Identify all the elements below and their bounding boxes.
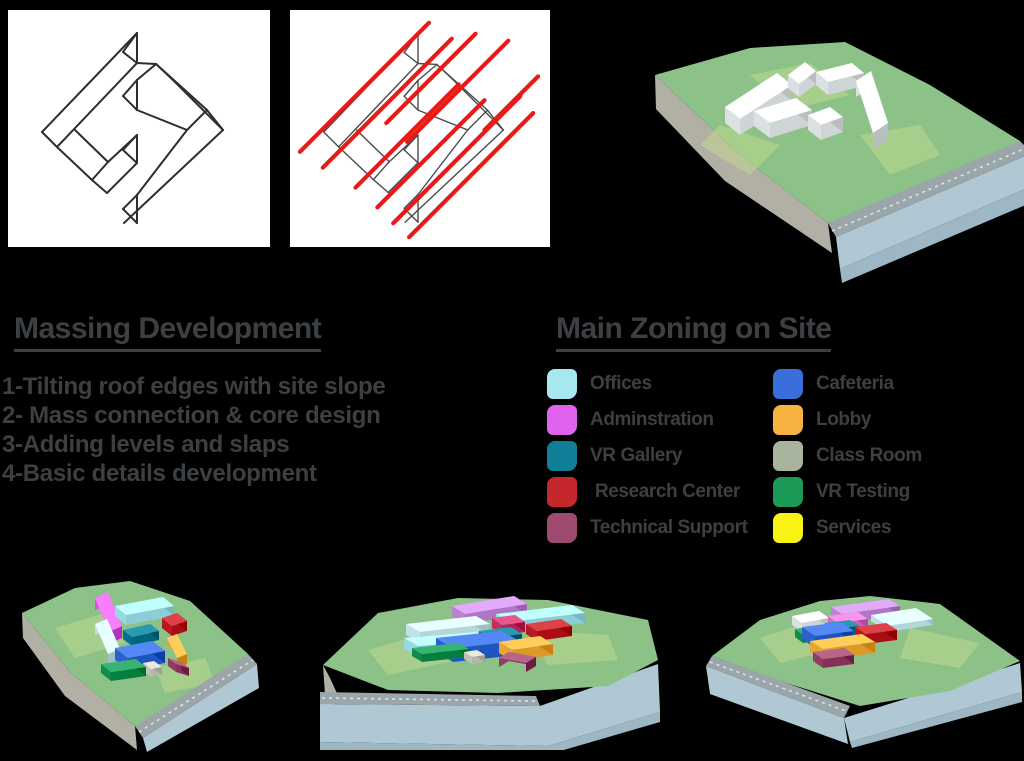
legend-label: Offices <box>590 373 652 394</box>
massing-step: 3-Adding levels and slaps <box>2 431 290 458</box>
concept-sketch-roof-lines <box>290 10 550 247</box>
render-white-massing-model <box>655 42 1024 283</box>
legend-swatch-vr-testing <box>773 477 803 507</box>
legend-label: VR Testing <box>816 481 910 502</box>
massing-development-heading: Massing Development <box>14 312 322 352</box>
legend-label: Lobby <box>816 409 871 430</box>
legend-swatch-cafeteria <box>773 369 803 399</box>
legend-swatch-offices <box>547 369 577 399</box>
zoning-legend-column-2: Cafeteria Lobby Class Room VR Testing Se… <box>773 369 922 549</box>
legend-label: Research Center <box>590 481 740 502</box>
concept-sketch-plain <box>8 10 270 247</box>
legend-label: VR Gallery <box>590 445 683 466</box>
legend-item-cafeteria: Cafeteria <box>773 369 922 399</box>
legend-swatch-lobby <box>773 405 803 435</box>
zoning-heading: Main Zoning on Site <box>556 312 832 352</box>
zoning-legend-column-1: Offices Adminstration VR Gallery Researc… <box>547 369 748 549</box>
legend-item-vr-testing: VR Testing <box>773 477 922 507</box>
legend-swatch-adminstration <box>547 405 577 435</box>
legend-item-class-room: Class Room <box>773 441 922 471</box>
legend-item-services: Services <box>773 513 922 543</box>
massing-step: 2- Mass connection & core design <box>2 402 381 429</box>
legend-swatch-research-center <box>547 477 577 507</box>
massing-steps-list: 1-Tilting roof edges with site slope 2- … <box>2 372 386 488</box>
legend-item-research-center: Research Center <box>547 477 748 507</box>
legend-label: Services <box>816 517 891 538</box>
massing-step: 4-Basic details development <box>2 460 317 487</box>
render-zoning-model-left <box>22 581 259 752</box>
massing-step: 1-Tilting roof edges with site slope <box>2 373 386 400</box>
legend-label: Technical Support <box>590 517 748 538</box>
legend-item-offices: Offices <box>547 369 748 399</box>
legend-swatch-technical-support <box>547 513 577 543</box>
legend-swatch-services <box>773 513 803 543</box>
legend-item-lobby: Lobby <box>773 405 922 435</box>
legend-item-adminstration: Adminstration <box>547 405 748 435</box>
legend-item-technical-support: Technical Support <box>547 513 748 543</box>
legend-swatch-class-room <box>773 441 803 471</box>
render-zoning-model-right <box>706 596 1022 748</box>
legend-item-vr-gallery: VR Gallery <box>547 441 748 471</box>
legend-label: Class Room <box>816 445 922 466</box>
render-zoning-model-center <box>320 596 660 750</box>
legend-swatch-vr-gallery <box>547 441 577 471</box>
legend-label: Adminstration <box>590 409 714 430</box>
legend-label: Cafeteria <box>816 373 894 394</box>
